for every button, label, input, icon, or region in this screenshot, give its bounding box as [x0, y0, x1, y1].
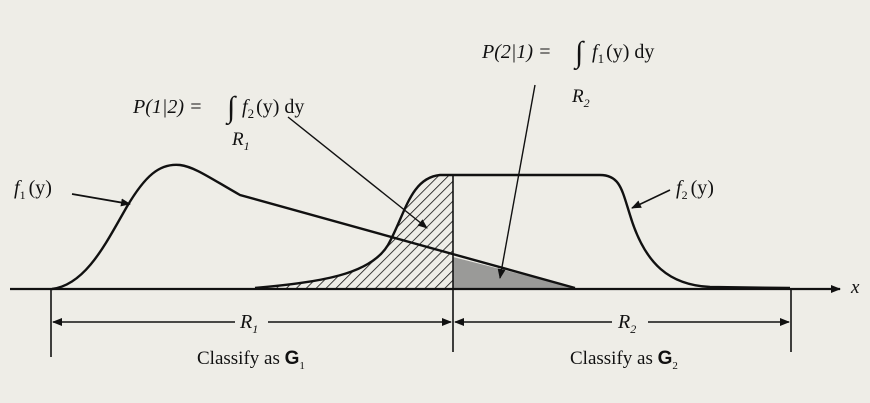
- p21-region-label: R2: [571, 86, 590, 110]
- p12-hatched-area: [255, 175, 453, 288]
- r2-label: R2: [617, 311, 636, 336]
- p21-pointer-arrow: [497, 84, 536, 279]
- p21-integrand: f1(y) dy: [592, 41, 654, 66]
- p21-formula: P(2|1) =: [481, 41, 552, 63]
- p12-region-label: R1: [231, 129, 250, 153]
- f2-curve: [254, 173, 791, 290]
- classify-g2-label: Classify as G2: [570, 348, 678, 372]
- r1-label: R1: [239, 311, 258, 336]
- p12-integrand: f2(y) dy: [242, 96, 304, 121]
- classify-g1-label: Classify as G1: [197, 348, 305, 372]
- p21-integral-sign: ∫: [573, 36, 585, 71]
- f2-label: f2(y): [676, 177, 714, 202]
- f2-pointer-arrow: [631, 189, 671, 209]
- f1-pointer-arrow: [71, 193, 131, 207]
- p12-formula: P(1|2) =: [132, 96, 203, 118]
- f1-label: f1(y): [14, 177, 52, 202]
- x-axis-label: x: [850, 277, 860, 298]
- p12-integral-sign: ∫: [225, 91, 237, 126]
- f1-curve: [51, 163, 576, 291]
- p12-pointer-arrow: [287, 116, 428, 229]
